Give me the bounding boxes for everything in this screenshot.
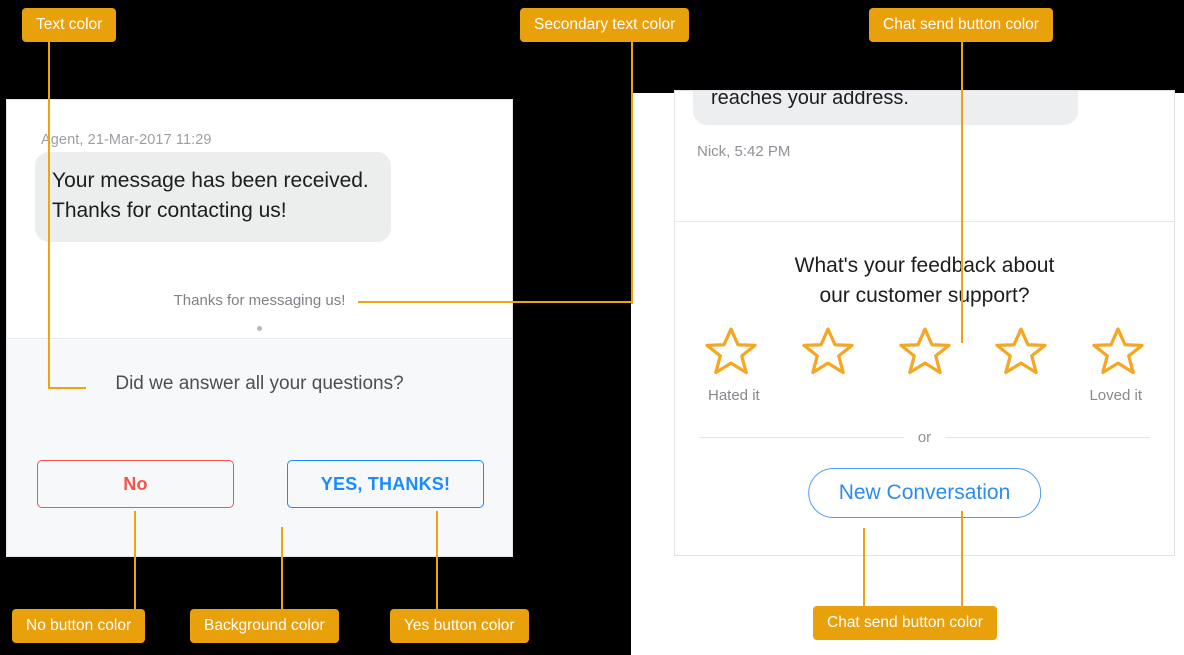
leader-text-color-vertical xyxy=(48,42,50,389)
leader-yes-button xyxy=(436,511,438,610)
user-message-meta: Nick, 5:42 PM xyxy=(697,143,791,160)
rating-title: What's your feedback about our customer … xyxy=(675,251,1174,311)
star-scale-labels: Hated it Loved it xyxy=(708,387,1142,404)
leader-secondary-text-horizontal xyxy=(358,301,633,303)
prompt-question: Did we answer all your questions? xyxy=(115,373,404,394)
rating-high-label: Loved it xyxy=(1089,387,1142,404)
left-chat-transcript: Agent, 21-Mar-2017 11:29 Your message ha… xyxy=(7,100,512,339)
leader-secondary-text-vertical xyxy=(631,42,633,304)
leader-chat-send-bottom-left xyxy=(863,528,865,607)
divider-rule-right xyxy=(945,437,1150,438)
divider-rule-left xyxy=(699,437,904,438)
leader-chat-send-bottom-right xyxy=(961,511,963,607)
right-chat-transcript: reaches your address. Nick, 5:42 PM xyxy=(675,91,1174,222)
right-chat-widget: reaches your address. Nick, 5:42 PM What… xyxy=(675,91,1174,555)
rating-area: What's your feedback about our customer … xyxy=(675,223,1174,555)
or-label: or xyxy=(917,429,932,446)
star-5-icon[interactable] xyxy=(1090,323,1146,379)
no-button[interactable]: No xyxy=(37,460,234,508)
agent-message-meta: Agent, 21-Mar-2017 11:29 xyxy=(41,132,212,148)
agent-message-bubble: Your message has been received. Thanks f… xyxy=(29,152,391,242)
system-note: Thanks for messaging us! xyxy=(173,292,346,309)
star-rating-group xyxy=(703,323,1146,379)
yes-thanks-button[interactable]: YES, THANKS! xyxy=(287,460,484,508)
new-conversation-button[interactable]: New Conversation xyxy=(807,468,1042,518)
rating-title-line-2: our customer support? xyxy=(819,284,1030,307)
leader-chat-send-top xyxy=(961,42,963,343)
prompt-button-row: No YES, THANKS! xyxy=(37,460,484,508)
callout-chat-send-button-color-bottom: Chat send button color xyxy=(813,606,997,640)
callout-background-color: Background color xyxy=(190,609,339,643)
left-prompt-area: Did we answer all your questions? No YES… xyxy=(7,340,512,556)
leader-no-button xyxy=(134,511,136,610)
star-2-icon[interactable] xyxy=(800,323,856,379)
callout-chat-send-button-color-top: Chat send button color xyxy=(869,8,1053,42)
callout-text-color: Text color xyxy=(22,8,117,42)
star-4-icon[interactable] xyxy=(993,323,1049,379)
callout-no-button-color: No button color xyxy=(12,609,146,643)
leader-background-color xyxy=(281,527,283,610)
rating-low-label: Hated it xyxy=(708,387,760,404)
callout-yes-button-color: Yes button color xyxy=(390,609,529,643)
agent-message-bubble-partial: reaches your address. xyxy=(688,91,1078,125)
callout-secondary-text-color: Secondary text color xyxy=(520,8,690,42)
left-chat-widget: Agent, 21-Mar-2017 11:29 Your message ha… xyxy=(7,100,512,556)
or-divider: or xyxy=(699,429,1150,446)
star-1-icon[interactable] xyxy=(703,323,759,379)
star-3-icon[interactable] xyxy=(897,323,953,379)
leader-text-color-horizontal xyxy=(48,387,86,389)
rating-title-line-1: What's your feedback about xyxy=(794,254,1055,277)
carousel-dot-indicator[interactable] xyxy=(257,326,262,331)
